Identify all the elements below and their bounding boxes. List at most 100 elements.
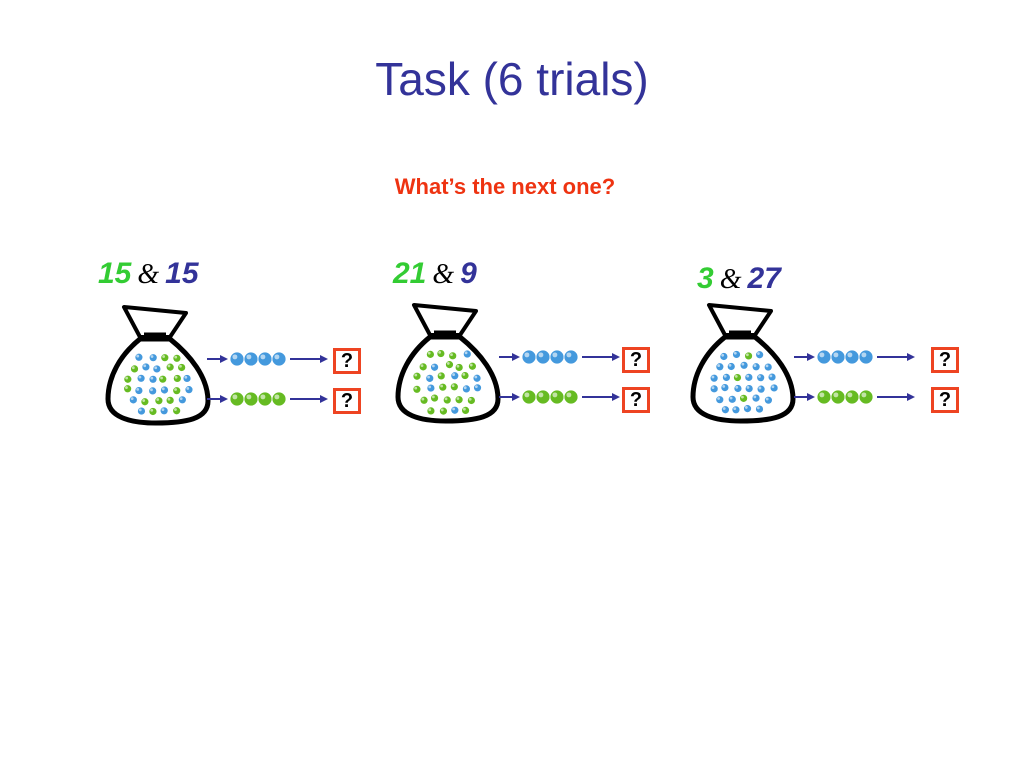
marble-icon <box>769 383 779 393</box>
marble-icon <box>412 384 422 394</box>
marble-icon <box>425 349 435 359</box>
trial-3: 3&27 ? ? <box>685 260 985 440</box>
marble-icon <box>715 395 725 405</box>
marble-icon <box>442 395 452 405</box>
marble-icon <box>448 351 458 361</box>
marble-icon <box>148 407 158 416</box>
marble-icon <box>123 374 133 384</box>
trial-1: 15&15 ? ? <box>95 255 395 435</box>
marble-icon <box>473 383 482 393</box>
marble-icon <box>816 349 832 365</box>
marble-icon <box>743 404 752 414</box>
trial-label: 3&27 <box>697 262 781 296</box>
instruction-text: What’s the next one? <box>394 174 616 199</box>
top-question-box[interactable]: ? <box>333 348 361 374</box>
marble-icon <box>549 349 565 365</box>
marble-icon <box>182 374 192 383</box>
marble-icon <box>535 349 551 365</box>
ampersand: & <box>432 259 455 290</box>
marble-icon <box>426 383 436 393</box>
bag-and-sequences <box>105 305 328 426</box>
marble-icon <box>739 393 749 403</box>
marble-icon <box>148 386 158 396</box>
marble-icon <box>720 405 730 415</box>
marble-icon <box>744 372 754 382</box>
marble-icon <box>816 389 832 405</box>
marble-icon <box>158 374 168 384</box>
bottom-question-box[interactable]: ? <box>622 387 650 413</box>
marble-icon <box>830 349 846 365</box>
marble-icon <box>243 391 259 407</box>
marble-icon <box>438 382 448 392</box>
marble-icon <box>744 351 753 361</box>
blue-count: 27 <box>747 262 781 295</box>
marble-icon <box>436 371 446 381</box>
marble-icon <box>521 389 537 405</box>
marble-icon <box>450 371 460 381</box>
marble-icon <box>755 404 764 414</box>
marble-icon <box>733 373 742 382</box>
marble-icon <box>229 391 245 407</box>
arrow-icon <box>794 393 815 401</box>
marble-icon <box>257 391 273 407</box>
marble-icon <box>172 406 182 416</box>
marble-icon <box>719 352 729 361</box>
marble-icon <box>148 374 158 384</box>
marble-icon <box>177 395 187 405</box>
top-question-box[interactable]: ? <box>622 347 650 373</box>
marble-icon <box>763 362 773 372</box>
ampersand: & <box>719 264 742 295</box>
marble-icon <box>722 373 731 382</box>
marble-icon <box>271 391 287 407</box>
marble-icon <box>257 351 273 367</box>
marble-icon <box>466 396 476 405</box>
marble-icon <box>755 350 765 360</box>
marble-icon <box>830 389 846 405</box>
bottom-question-box[interactable]: ? <box>931 387 959 413</box>
marble-icon <box>152 364 162 374</box>
marble-icon <box>844 349 860 365</box>
marble-icon <box>844 389 860 405</box>
marble-icon <box>137 406 146 416</box>
arrow-icon <box>582 353 620 361</box>
marble-icon <box>521 349 537 365</box>
marble-icon <box>709 373 719 383</box>
marble-icon <box>727 394 737 404</box>
marble-icon <box>128 395 138 405</box>
marble-icon <box>136 373 146 383</box>
bottom-question-box[interactable]: ? <box>333 388 361 414</box>
page-title: Task (6 trials) <box>375 53 649 105</box>
top-question-box[interactable]: ? <box>931 347 959 373</box>
arrow-icon <box>290 355 328 363</box>
trial-label: 15&15 <box>98 257 199 291</box>
marble-icon <box>764 395 773 405</box>
marble-icon <box>450 405 460 415</box>
marble-icon <box>733 384 743 393</box>
marble-icon <box>419 395 429 405</box>
marble-icon <box>739 360 749 370</box>
marble-icon <box>425 373 435 383</box>
marble-icon <box>140 397 150 407</box>
marble-icon <box>430 362 439 372</box>
marble-icon <box>732 350 741 359</box>
marble-icon <box>549 389 565 405</box>
marble-icon <box>858 389 874 405</box>
marble-icon <box>751 362 761 372</box>
marble-icon <box>154 396 164 406</box>
marble-icon <box>726 362 736 371</box>
marble-icon <box>141 362 151 372</box>
marble-icon <box>229 351 245 367</box>
bag-and-sequences <box>395 303 620 424</box>
marble-icon <box>148 353 158 363</box>
arrow-icon <box>794 353 815 361</box>
marble-icon <box>731 405 741 415</box>
marble-icon <box>449 382 459 392</box>
marble-icon <box>134 352 144 362</box>
marble-icon <box>563 349 579 365</box>
marble-icon <box>159 406 169 416</box>
marble-icon <box>709 384 719 394</box>
arrow-icon <box>877 353 915 361</box>
marble-icon <box>160 385 169 395</box>
marble-icon <box>426 406 436 416</box>
marble-icon <box>535 389 551 405</box>
